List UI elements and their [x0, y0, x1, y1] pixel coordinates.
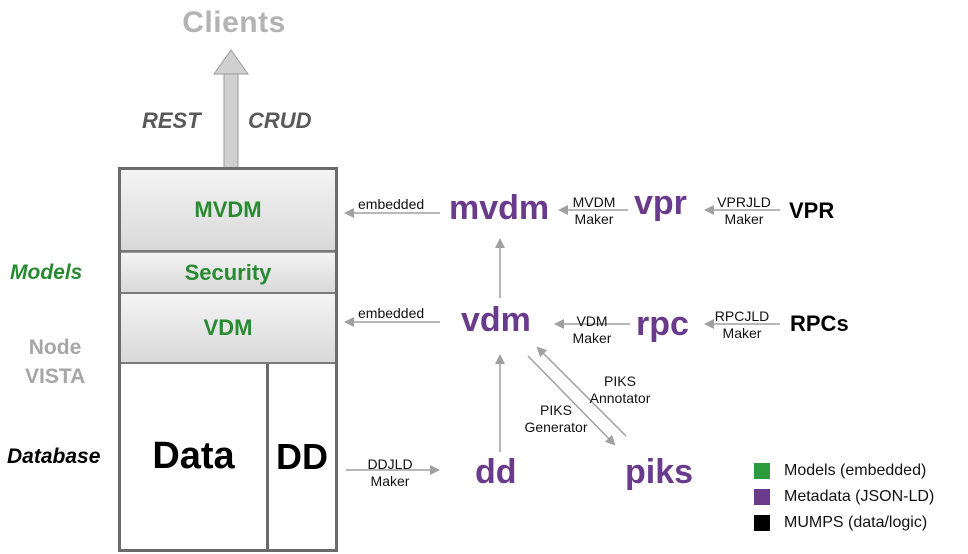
edge-label-rpcjld-maker: RPCJLD Maker — [710, 308, 774, 342]
node-vdm: vdm — [461, 301, 531, 339]
node-VPR: VPR — [789, 198, 835, 223]
legend-label-mumps: MUMPS (data/logic) — [784, 514, 928, 531]
edge-label-ddjld-line1: DDJLD — [367, 456, 413, 472]
node-mvdm: mvdm — [449, 189, 550, 227]
edge-label-piks-generator-line1: PIKS — [540, 402, 572, 418]
side-label-models: Models — [10, 261, 83, 284]
rest-label: REST — [142, 108, 201, 133]
legend-label-metadata: Metadata (JSON-LD) — [784, 488, 935, 505]
edge-label-rpcjld-line1: RPCJLD — [714, 308, 770, 324]
legend-item-mumps: MUMPS (data/logic) — [754, 510, 934, 536]
stack-cell-dd: DD — [266, 364, 335, 549]
stack-layer-vdm: VDM — [121, 294, 335, 364]
edge-label-ddjld-line2: Maker — [370, 473, 410, 489]
stack-layer-security: Security — [121, 252, 335, 294]
edge-label-piks-annotator: PIKS Annotator — [580, 373, 660, 407]
legend-item-models: Models (embedded) — [754, 458, 934, 484]
node-vista-stack: MVDM Security VDM Data DD — [118, 167, 338, 552]
node-piks: piks — [625, 453, 694, 491]
edge-label-mvdm-maker-line2: Maker — [574, 211, 614, 227]
stack-cell-data: Data — [152, 435, 235, 477]
edge-label-piks-annotator-line1: PIKS — [604, 373, 636, 389]
clients-title: Clients — [182, 6, 286, 39]
legend-label-models: Models (embedded) — [784, 462, 927, 479]
node-dd: dd — [475, 453, 517, 491]
edge-label-vprjld-line2: Maker — [724, 211, 764, 227]
edge-label-mvdm-maker-line1: MVDM — [572, 194, 616, 210]
edge-label-embedded-top: embedded — [358, 196, 425, 212]
edge-label-vprjld-line1: VPRJLD — [717, 194, 771, 210]
side-label-node: Node — [28, 336, 82, 359]
edge-label-rpcjld-line2: Maker — [722, 325, 762, 341]
legend-swatch-mumps — [754, 515, 770, 531]
edge-label-vdm-maker: VDM Maker — [564, 313, 620, 347]
edge-label-piks-generator: PIKS Generator — [516, 402, 596, 436]
stack-layer-mvdm: MVDM — [121, 170, 335, 252]
legend: Models (embedded) Metadata (JSON-LD) MUM… — [754, 458, 934, 536]
node-vpr: vpr — [634, 184, 687, 222]
node-rpc: rpc — [636, 305, 689, 343]
edge-label-vdm-maker-line1: VDM — [576, 313, 608, 329]
edge-label-embedded-mid: embedded — [358, 305, 425, 321]
side-label-vista: VISTA — [25, 365, 86, 388]
side-label-database: Database — [7, 445, 101, 468]
legend-item-metadata: Metadata (JSON-LD) — [754, 484, 934, 510]
edge-label-vprjld-maker: VPRJLD Maker — [712, 194, 776, 228]
edge-label-piks-annotator-line2: Annotator — [589, 390, 651, 406]
edge-label-ddjld-maker: DDJLD Maker — [362, 456, 418, 490]
node-RPCs: RPCs — [790, 311, 849, 336]
edge-label-mvdm-maker: MVDM Maker — [566, 194, 622, 228]
arrow-piks-generator — [527, 355, 616, 446]
legend-swatch-metadata — [754, 489, 770, 505]
edge-label-piks-generator-line2: Generator — [524, 419, 588, 435]
arrow-piks-annotator — [536, 346, 627, 437]
crud-label: CRUD — [248, 108, 312, 133]
legend-swatch-models — [754, 463, 770, 479]
side-label-node-vista: Node VISTA — [25, 333, 85, 391]
edge-label-vdm-maker-line2: Maker — [572, 330, 612, 346]
